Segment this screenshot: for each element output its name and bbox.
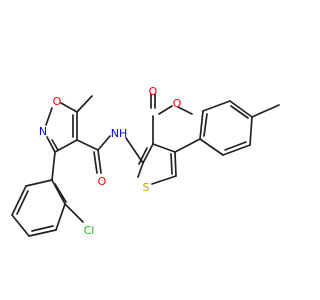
atom-o-isoxazole: O bbox=[53, 95, 62, 108]
bonds bbox=[11, 93, 280, 237]
atom-nh-amide: NH bbox=[111, 127, 128, 140]
atom-n-isoxazole: N bbox=[39, 125, 47, 138]
atom-s-thiophene: S bbox=[143, 181, 150, 194]
atom-labels: O O O N O NH S Cl bbox=[39, 85, 182, 237]
atom-o-ester-methoxy: O bbox=[173, 97, 182, 110]
molecule-structure: O O O N O NH S Cl bbox=[11, 85, 280, 237]
atom-cl: Cl bbox=[84, 224, 95, 237]
atom-o-ester-carbonyl: O bbox=[149, 85, 158, 98]
atom-o-amide: O bbox=[98, 175, 107, 188]
